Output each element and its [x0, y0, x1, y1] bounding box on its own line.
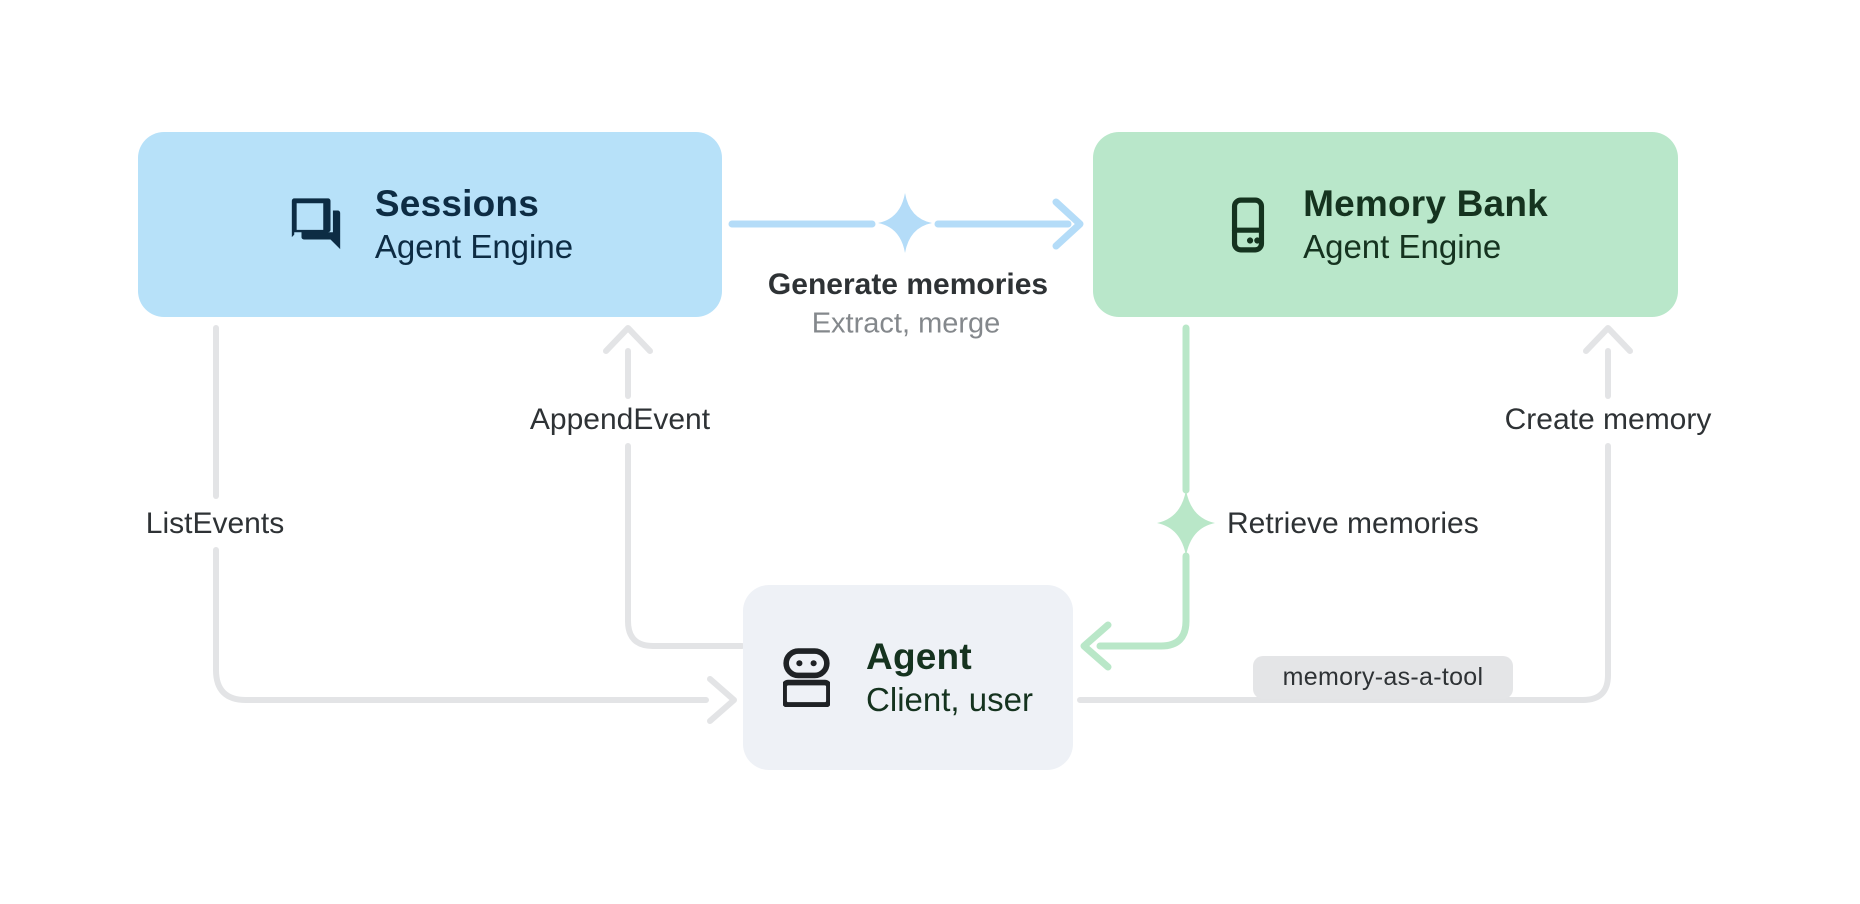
arrowhead-right-icon [1052, 198, 1084, 250]
node-title: Sessions [374, 183, 539, 225]
edge-label-generate-memories: Generate memories [767, 268, 1049, 301]
chat-bubbles-icon [287, 196, 345, 254]
sparkle-icon [878, 193, 932, 253]
edge-line [625, 443, 745, 649]
node-subtitle: Client, user [866, 680, 1033, 718]
edge-label-list-events: ListEvents [145, 507, 285, 540]
arrowhead-right-icon [707, 676, 737, 724]
node-title: Memory Bank [1303, 183, 1548, 225]
edge-sublabel-extract-merge: Extract, merge [811, 307, 1001, 340]
node-subtitle: Agent Engine [374, 227, 574, 265]
node-subtitle: Agent Engine [1303, 227, 1502, 265]
edge-retrieve-memories [1080, 324, 1215, 671]
edge-generate-memories [728, 193, 1084, 253]
storage-drive-icon [1223, 196, 1273, 254]
node-title: Agent [866, 636, 972, 678]
arrowhead-left-icon [1080, 621, 1112, 671]
edge-create-memory [1077, 325, 1633, 703]
edge-append-event [603, 325, 745, 649]
edge-line [213, 547, 709, 703]
node-sessions: Sessions Agent Engine [138, 132, 722, 317]
arrowhead-up-icon [1583, 325, 1633, 354]
edge-label-retrieve-memories: Retrieve memories [1227, 507, 1479, 540]
edge-line [1077, 443, 1611, 703]
sparkle-icon [1157, 490, 1215, 556]
node-agent: Agent Client, user [743, 585, 1073, 770]
arrowhead-up-icon [603, 325, 653, 354]
node-memory-bank: Memory Bank Agent Engine [1093, 132, 1678, 317]
edge-label-create-memory: Create memory [1504, 403, 1712, 436]
edge-line [1096, 552, 1190, 650]
robot-icon [783, 648, 831, 707]
edge-list-events [213, 325, 737, 724]
edge-label-append-event: AppendEvent [529, 403, 711, 436]
memory-as-a-tool-badge: memory-as-a-tool [1253, 656, 1513, 699]
